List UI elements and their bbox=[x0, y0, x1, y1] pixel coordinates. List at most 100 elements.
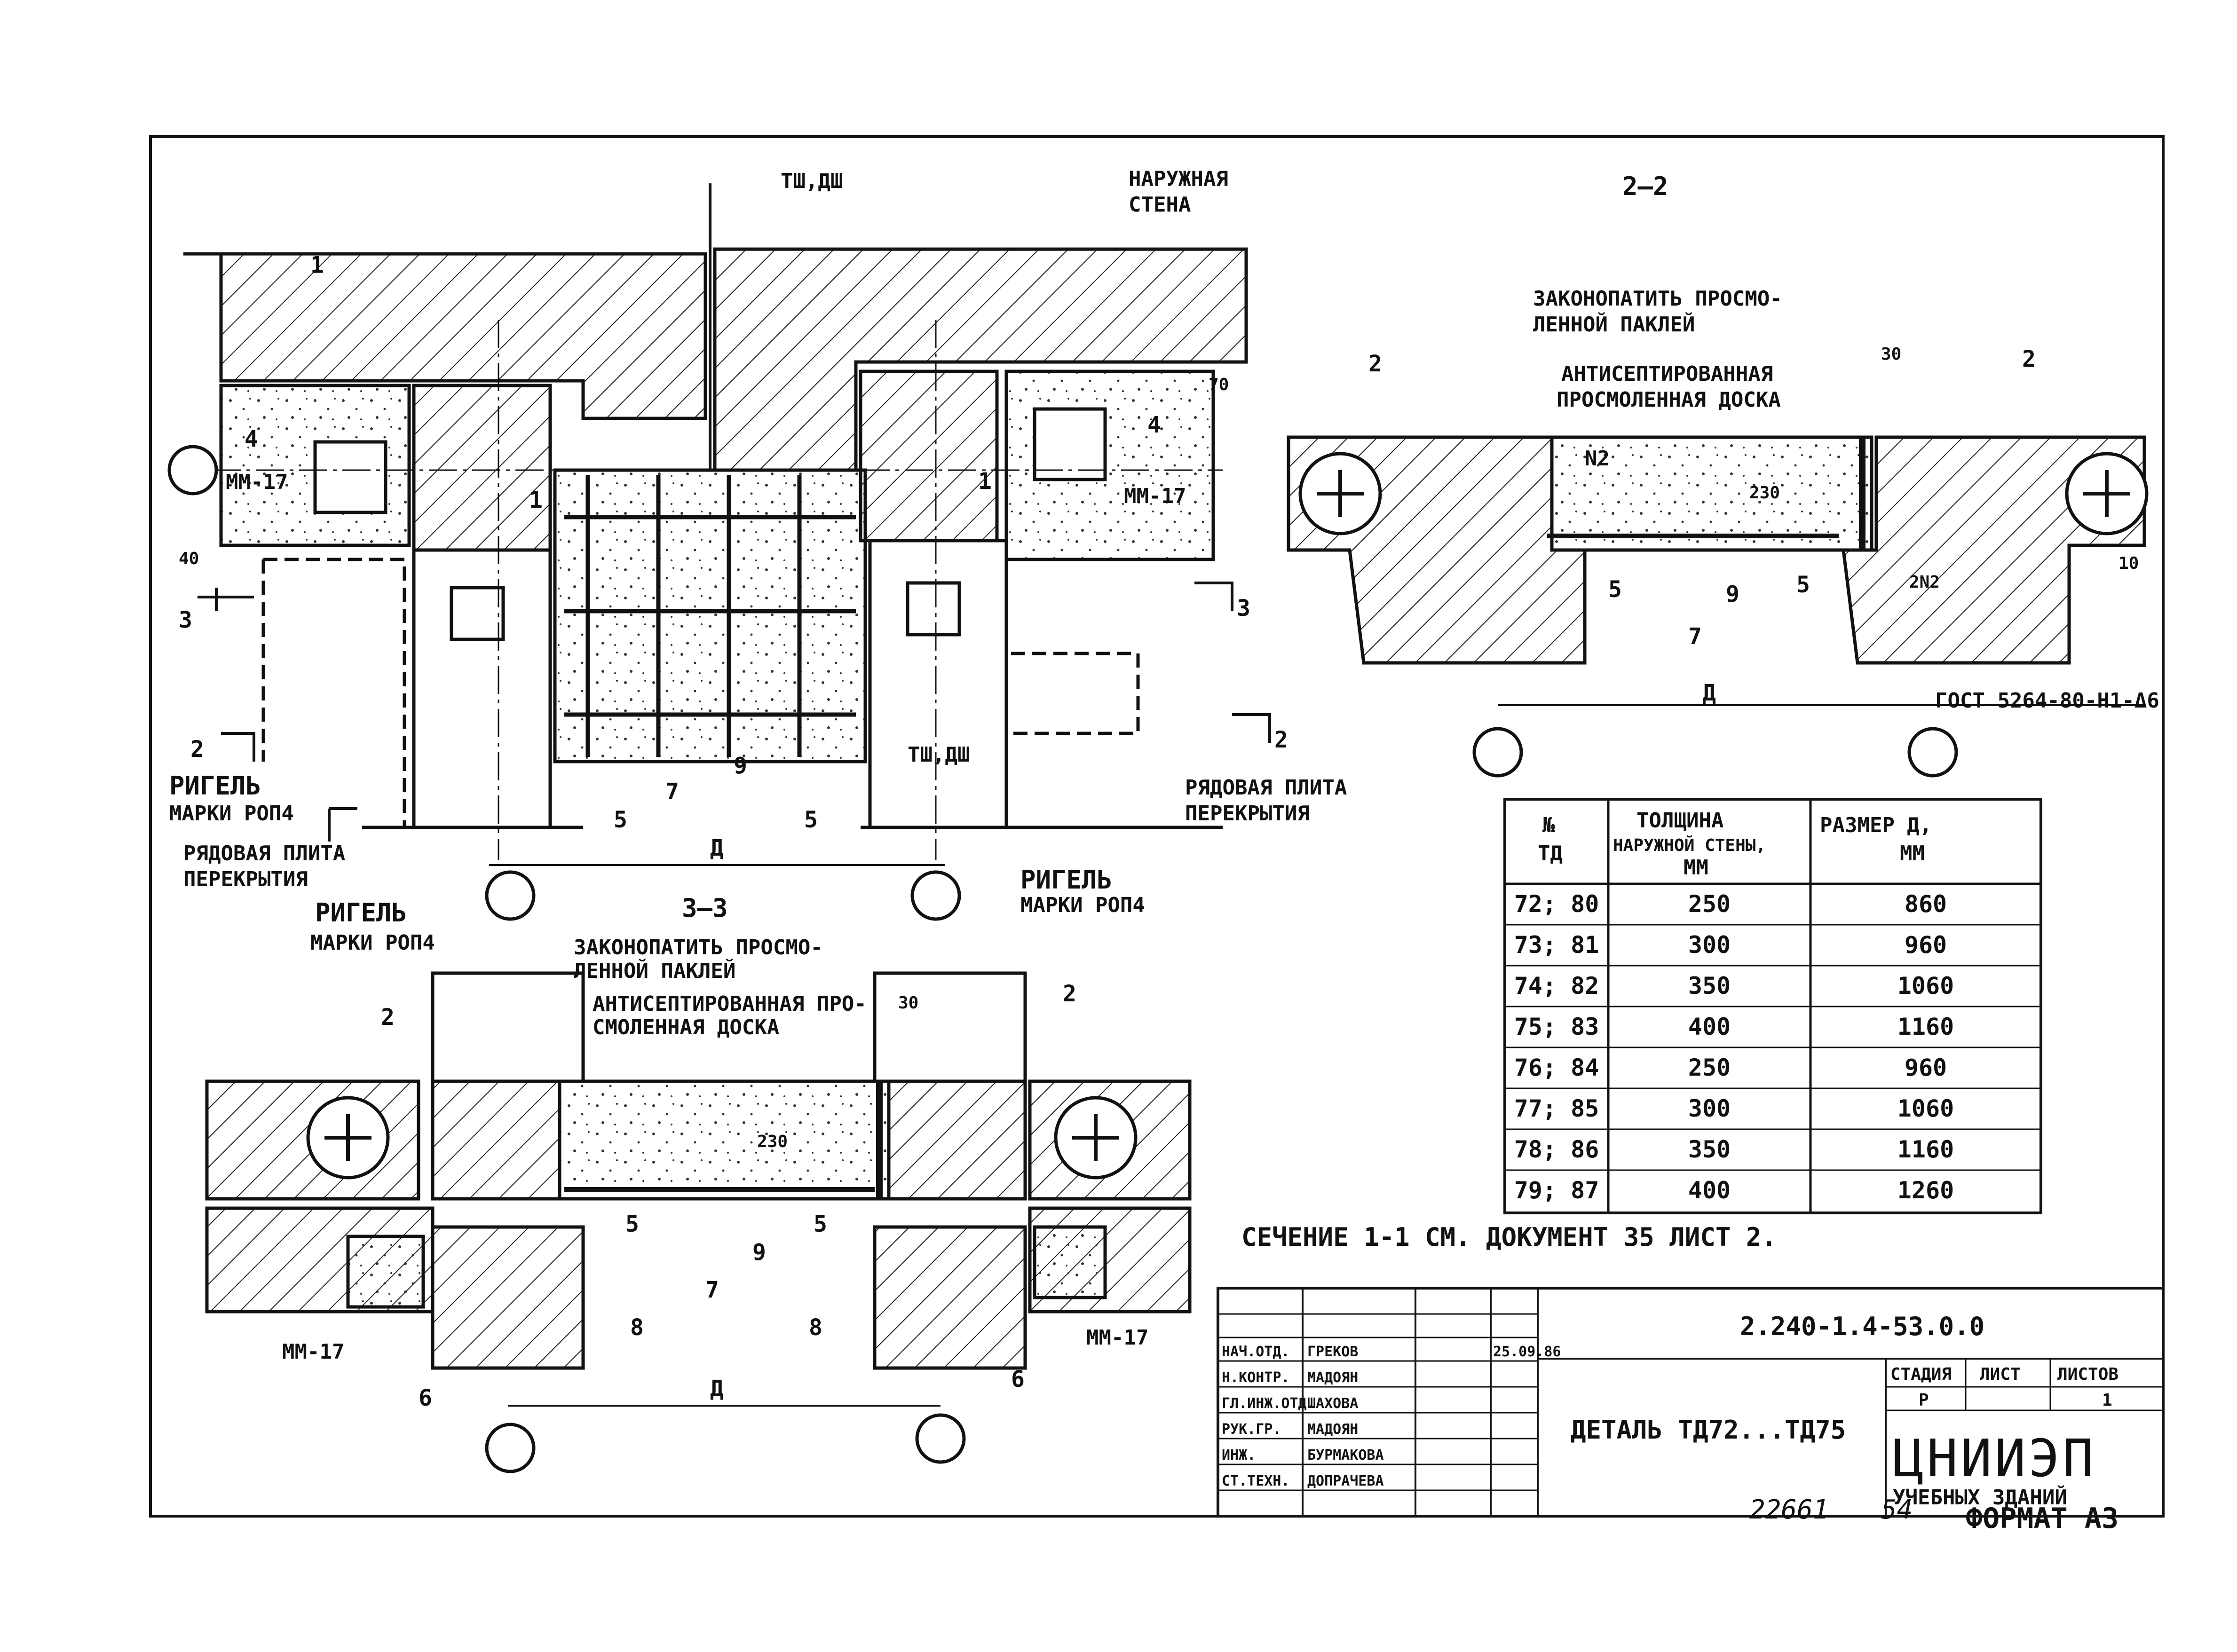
tsh-label-lower: ТШ,ДШ bbox=[908, 743, 970, 767]
s22-axis-bubble-right bbox=[1907, 727, 1958, 778]
s33-marker-5a: 5 bbox=[625, 1211, 639, 1237]
s33-axis-bubble-left bbox=[485, 1423, 536, 1473]
slab-left bbox=[261, 558, 406, 829]
table-cell-thickness: 300 bbox=[1688, 1095, 1731, 1122]
table-cell-thickness: 250 bbox=[1688, 1054, 1731, 1081]
s33-marker-6b: 6 bbox=[1011, 1366, 1025, 1392]
organization-logo: ЦНИИЭП bbox=[1893, 1428, 2096, 1488]
plan-view bbox=[167, 183, 1271, 921]
table-cell-td: 73; 81 bbox=[1514, 931, 1599, 959]
title-block-text: 2.240-1.4-53.0.0 НАЧ.ОТД.ГРЕКОВН.КОНТР.М… bbox=[1222, 1312, 2118, 1510]
section-2-2 bbox=[1287, 435, 2149, 778]
s33-dim-230: 230 bbox=[757, 1132, 788, 1151]
s22-dim-10: 10 bbox=[2118, 554, 2139, 573]
s22-marker-5b: 5 bbox=[1796, 572, 1810, 598]
s33-mm17-right-label: ММ-17 bbox=[1086, 1326, 1148, 1350]
table-cell-td: 72; 80 bbox=[1514, 890, 1599, 918]
tb-name: ДОПРАЧЕВА bbox=[1307, 1473, 1384, 1489]
table-header-no: № bbox=[1542, 813, 1555, 837]
s22-caulk-2: ЛЕННОЙ ПАКЛЕЙ bbox=[1533, 312, 1695, 337]
section-3-3 bbox=[205, 971, 1192, 1473]
column-right bbox=[859, 370, 999, 543]
tb-left-rows bbox=[1218, 1313, 1538, 1491]
marker-2: 2 bbox=[190, 736, 204, 763]
s33-dim-d: Д bbox=[710, 1376, 724, 1402]
table-cell-size: 1060 bbox=[1897, 1095, 1954, 1122]
s22-board-1: АНТИСЕПТИРОВАННАЯ bbox=[1561, 362, 1773, 386]
marker-4a: 4 bbox=[245, 426, 258, 452]
stage-header: СТАДИЯ bbox=[1890, 1365, 1952, 1384]
tb-name: МАДОЯН bbox=[1307, 1421, 1358, 1438]
table-cell-td: 78; 86 bbox=[1514, 1136, 1599, 1163]
marker-1b: 1 bbox=[529, 487, 543, 513]
s22-caulk-1: ЗАКОНОПАТИТЬ ПРОСМО- bbox=[1533, 287, 1782, 311]
section-3-mark-right bbox=[1194, 582, 1233, 611]
s33-marker-9: 9 bbox=[752, 1239, 766, 1266]
s22-marker-2a: 2 bbox=[1368, 351, 1382, 377]
s33-upper-column-right bbox=[873, 971, 1027, 1083]
mm17-plate-left bbox=[313, 440, 387, 514]
title-block bbox=[1217, 1287, 2165, 1518]
tb-name: БУРМАКОВА bbox=[1307, 1447, 1384, 1463]
plan-labels: ТШ,ДШ НАРУЖНАЯ СТЕНА ММ-17 ММ-17 РИГЕЛЬ … bbox=[169, 167, 1347, 955]
table-cell-td: 79; 87 bbox=[1514, 1177, 1599, 1204]
s33-marker-8b: 8 bbox=[809, 1314, 822, 1341]
tb-name: МАДОЯН bbox=[1307, 1369, 1358, 1386]
s33-marker-2a: 2 bbox=[381, 1004, 395, 1031]
s22-board-2: ПРОСМОЛЕННАЯ ДОСКА bbox=[1557, 388, 1781, 412]
drawing-code: 2.240-1.4-53.0.0 bbox=[1740, 1312, 1984, 1341]
s33-column-left bbox=[431, 1079, 561, 1201]
table-header-size-2: ММ bbox=[1900, 842, 1925, 865]
dimension-40: 40 bbox=[179, 549, 199, 568]
s22-n2: N2 bbox=[1585, 447, 1610, 471]
table-cell-size: 960 bbox=[1905, 1054, 1947, 1081]
section-2-mark-right bbox=[1232, 713, 1271, 743]
tb-date: 25.09.86 bbox=[1493, 1344, 1561, 1360]
table-cell-size: 1260 bbox=[1897, 1177, 1954, 1204]
axis-bubble-right bbox=[910, 870, 961, 921]
table-cell-size: 860 bbox=[1905, 890, 1947, 918]
table-row-lines bbox=[1505, 924, 2041, 1171]
tb-role: ИНЖ. bbox=[1222, 1447, 1256, 1463]
rigel-label-a-1: РИГЕЛЬ bbox=[169, 771, 261, 801]
dimension-d-label: Д bbox=[710, 835, 724, 861]
detail-title: ДЕТАЛЬ ТД72...ТД75 bbox=[1571, 1415, 1846, 1445]
section-2-mark-left bbox=[221, 732, 255, 762]
tb-role: Н.КОНТР. bbox=[1222, 1369, 1290, 1386]
monolithic-infill bbox=[553, 468, 867, 763]
marker-7: 7 bbox=[665, 779, 679, 805]
table-cell-size: 1060 bbox=[1897, 972, 1954, 999]
table-header-thickness-3: ММ bbox=[1684, 856, 1708, 880]
sheets-header: ЛИСТОВ bbox=[2057, 1365, 2118, 1384]
s22-marker-7: 7 bbox=[1688, 623, 1702, 650]
table-cell-td: 77; 85 bbox=[1514, 1095, 1599, 1122]
s33-upper-column-left bbox=[431, 971, 585, 1083]
table-cell-thickness: 300 bbox=[1688, 931, 1731, 959]
table-cell-td: 75; 83 bbox=[1514, 1013, 1599, 1040]
s33-axis-bubble-right bbox=[915, 1413, 966, 1464]
axis-label-tsh: ТШ,ДШ bbox=[781, 169, 843, 193]
s33-mm17-left bbox=[346, 1235, 425, 1309]
table-cell-size: 1160 bbox=[1897, 1013, 1954, 1040]
rigel-label-a-2: МАРКИ РОП4 bbox=[169, 802, 294, 826]
s33-column-right bbox=[887, 1079, 1027, 1201]
tb-role: СТ.ТЕХН. bbox=[1222, 1473, 1290, 1489]
table-cell-td: 76; 84 bbox=[1514, 1054, 1599, 1081]
format-label: ФОРМАТ А3 bbox=[1966, 1502, 2118, 1535]
s33-marker-6a: 6 bbox=[419, 1385, 432, 1411]
rigel-label-c-2: МАРКИ РОП4 bbox=[1020, 893, 1145, 917]
table-header-size-1: РАЗМЕР Д, bbox=[1820, 813, 1932, 837]
marker-1a: 1 bbox=[310, 252, 324, 278]
table-header-td: ТД bbox=[1538, 842, 1563, 865]
s33-caulk-1: ЗАКОНОПАТИТЬ ПРОСМО- bbox=[574, 936, 823, 960]
s33-mm17-right bbox=[1033, 1225, 1107, 1299]
s33-marker-2b: 2 bbox=[1063, 981, 1076, 1007]
s33-marker-7: 7 bbox=[705, 1277, 719, 1303]
column-left bbox=[412, 384, 552, 552]
section-1-mark bbox=[328, 807, 357, 842]
rigel-window-left bbox=[450, 586, 505, 641]
marker-9: 9 bbox=[734, 753, 747, 779]
tb-name: ШАХОВА bbox=[1307, 1395, 1358, 1412]
